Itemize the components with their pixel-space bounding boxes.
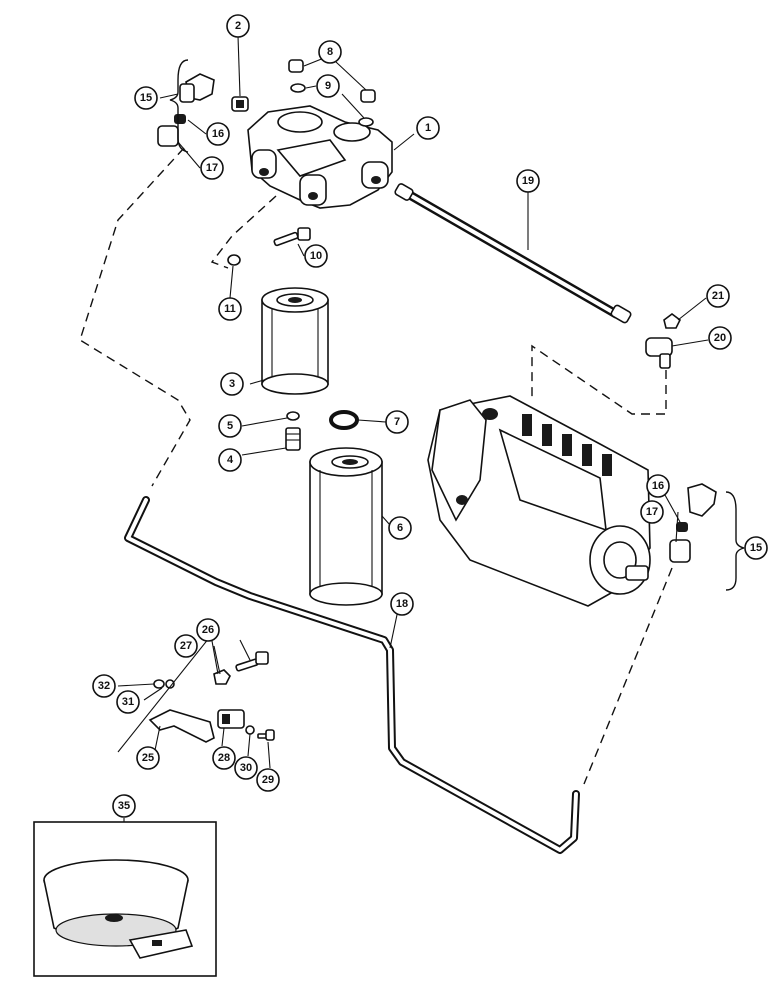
o-ring-5-part [286,411,300,421]
banjo-fitting-20-part [645,337,673,369]
filter-wrench-35-part [43,859,194,959]
callout-16-right: 16 [646,474,670,498]
fitting-2-part [231,96,249,112]
svg-text:8: 8 [327,46,333,58]
callout-9: 9 [316,74,340,98]
svg-text:7: 7 [394,416,400,428]
callout-30: 30 [234,756,258,780]
callout-26: 26 [196,618,220,642]
callout-17-right: 17 [640,500,664,524]
washer-9-part [290,83,374,127]
callout-27: 27 [174,634,198,658]
fuel-line-19-part [394,183,632,324]
clamp-28-part [217,709,245,729]
callout-35: 35 [112,794,136,818]
washer-30-part [245,725,255,735]
return-line-dashed-top [531,344,667,415]
svg-text:3: 3 [229,378,235,390]
svg-text:31: 31 [122,696,134,708]
fuel-pipe-18-part [124,496,580,854]
callout-15-left: 15 [134,86,158,110]
svg-text:15: 15 [140,92,152,104]
callout-25: 25 [136,746,160,770]
svg-text:29: 29 [262,774,274,786]
elbow-fitting-15-right-part [687,483,717,517]
sleeve-16-left-part [174,114,186,124]
svg-text:1: 1 [425,122,431,134]
screw-8-part [288,59,376,103]
nut-32-part [153,679,165,689]
svg-text:4: 4 [227,454,234,466]
adapter-4-part [285,427,301,451]
svg-text:28: 28 [218,752,230,764]
nut-17-right-part [669,539,691,563]
callout-8: 8 [318,40,342,64]
svg-text:19: 19 [522,175,534,187]
svg-text:20: 20 [714,332,726,344]
callout-31: 31 [116,690,140,714]
svg-text:21: 21 [712,290,724,302]
svg-text:16: 16 [652,480,664,492]
svg-text:6: 6 [397,522,403,534]
svg-text:25: 25 [142,752,154,764]
leader-lines [117,35,709,822]
callout-18: 18 [390,592,414,616]
svg-text:15: 15 [750,542,762,554]
clamp-bolt-26-part [235,651,269,672]
callout-15-right: 15 [744,536,768,560]
svg-text:17: 17 [206,162,218,174]
svg-text:35: 35 [118,800,130,812]
callout-32: 32 [92,674,116,698]
callout-11: 11 [218,297,242,321]
cap-21-part [663,313,682,329]
nut-17-left-part [157,125,179,147]
svg-text:30: 30 [240,762,252,774]
svg-text:27: 27 [180,640,192,652]
bracket-25-part [148,709,215,743]
washer-31-part [165,679,175,689]
screw-29-part [257,729,275,741]
callout-3: 3 [220,372,244,396]
svg-text:5: 5 [227,420,233,432]
injection-pump-part [427,395,651,607]
filter-element-3-part [261,287,329,395]
callout-28: 28 [212,746,236,770]
svg-text:9: 9 [325,80,331,92]
callout-10: 10 [304,244,328,268]
nut-27-part [213,669,231,685]
callout-7: 7 [385,410,409,434]
svg-text:16: 16 [212,128,224,140]
return-line-dashed-left [79,147,191,487]
return-line-dashed-right [583,567,673,785]
svg-text:26: 26 [202,624,214,636]
brace-15-right [725,491,745,591]
filter-element-6-part [309,447,383,606]
svg-text:11: 11 [224,303,236,315]
svg-text:10: 10 [310,250,322,262]
callout-17-left: 17 [200,156,224,180]
bolt-10-part [273,227,311,247]
callout-5: 5 [218,414,242,438]
elbow-fitting-15-left-part [179,73,215,103]
callout-1: 1 [416,116,440,140]
callout-29: 29 [256,768,280,792]
svg-text:2: 2 [235,20,241,32]
seal-7-part [329,410,359,430]
callout-6: 6 [388,516,412,540]
svg-text:18: 18 [396,598,408,610]
callout-21: 21 [706,284,730,308]
washer-11-part [227,254,241,266]
callout-19: 19 [516,169,540,193]
callout-20: 20 [708,326,732,350]
callout-16-left: 16 [206,122,230,146]
sleeve-16-right-part [676,522,688,532]
filter-head-part [247,105,393,209]
filter-head-leader-dashed [210,195,277,269]
callout-4: 4 [218,448,242,472]
callout-2: 2 [226,14,250,38]
svg-text:32: 32 [98,680,110,692]
svg-text:17: 17 [646,506,658,518]
